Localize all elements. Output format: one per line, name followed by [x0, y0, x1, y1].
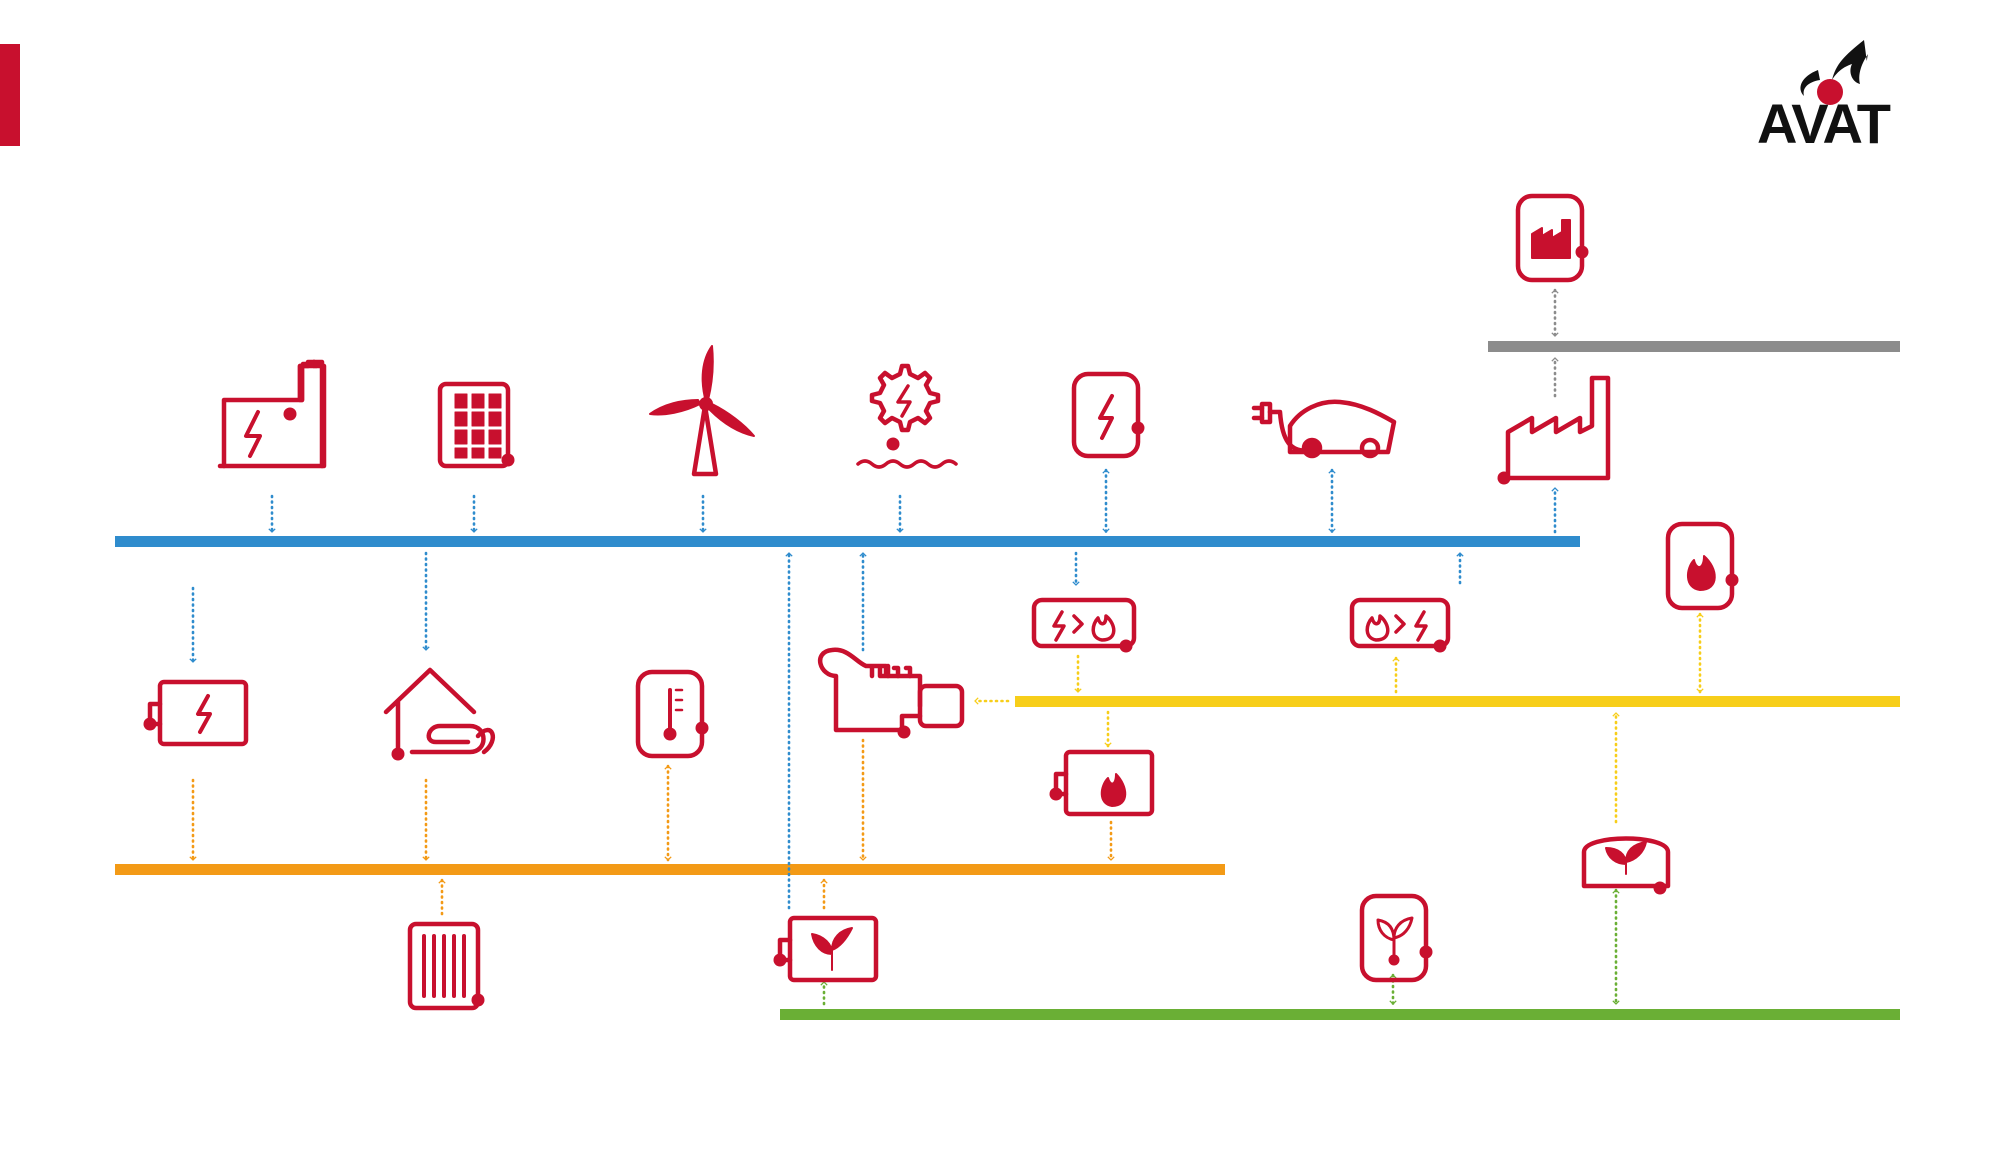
heat-bus — [115, 864, 1225, 875]
accent-bar — [0, 44, 20, 146]
connectors — [189, 288, 1704, 1006]
icons — [143, 193, 1739, 1011]
electric-heater-icon — [143, 679, 249, 747]
heat-pump-house-icon — [383, 667, 496, 761]
biogas-plant-icon — [1581, 836, 1671, 895]
logo-text: AVAT — [1757, 92, 1891, 155]
gas-to-power-icon — [1349, 597, 1451, 653]
thermal-storage-icon — [635, 669, 709, 759]
gas-bus — [1015, 696, 1900, 707]
industry-bus — [1488, 341, 1900, 352]
wind-turbine-icon — [649, 345, 755, 477]
avat-logo: AVAT — [1748, 36, 1898, 152]
industry-storage-icon — [1515, 193, 1589, 283]
flame-icon — [1800, 40, 1868, 105]
biomass-storage-icon — [1359, 893, 1433, 983]
hydro-generator-icon — [856, 363, 958, 469]
solar-panel-icon — [437, 381, 515, 469]
electric-car-icon — [1251, 399, 1397, 459]
power-to-gas-icon — [1031, 597, 1137, 653]
biomass-plant-icon — [773, 915, 879, 983]
radiator-icon — [407, 921, 485, 1011]
factory-icon — [1497, 375, 1611, 485]
power-plant-icon — [217, 359, 327, 469]
buses — [115, 341, 1900, 1020]
chp-plant-icon — [818, 647, 965, 739]
electricity-bus — [115, 536, 1580, 547]
electricity-storage-icon — [1071, 371, 1145, 459]
biomass-bus — [780, 1009, 1900, 1020]
gas-boiler-icon — [1049, 749, 1155, 817]
gas-storage-icon — [1665, 521, 1739, 611]
